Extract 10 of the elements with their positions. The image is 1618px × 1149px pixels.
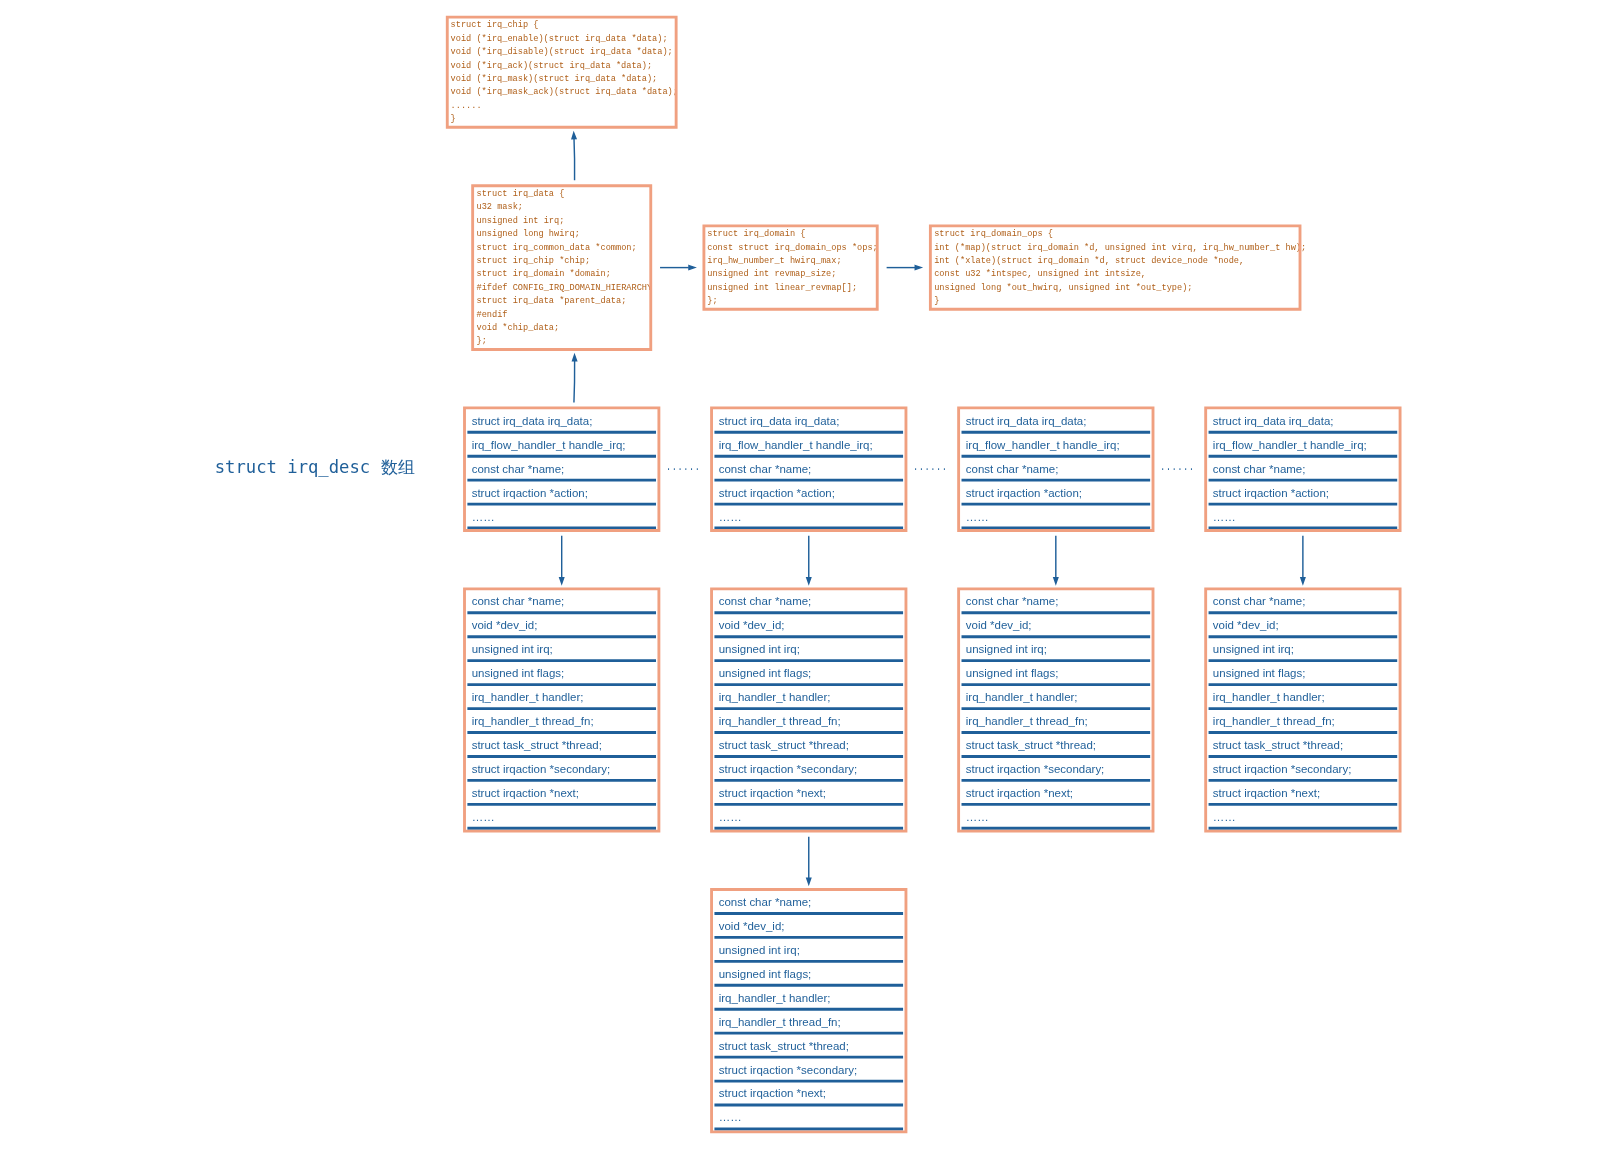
arrow	[571, 352, 578, 404]
arrow	[805, 535, 812, 586]
arrow	[659, 264, 697, 271]
arrow	[1299, 535, 1306, 586]
arrow	[885, 264, 924, 271]
arrow	[571, 130, 578, 181]
arrow	[805, 836, 812, 887]
arrow	[1052, 535, 1059, 586]
label: struct irq_desc 数组	[214, 457, 415, 478]
arrow	[558, 535, 565, 586]
